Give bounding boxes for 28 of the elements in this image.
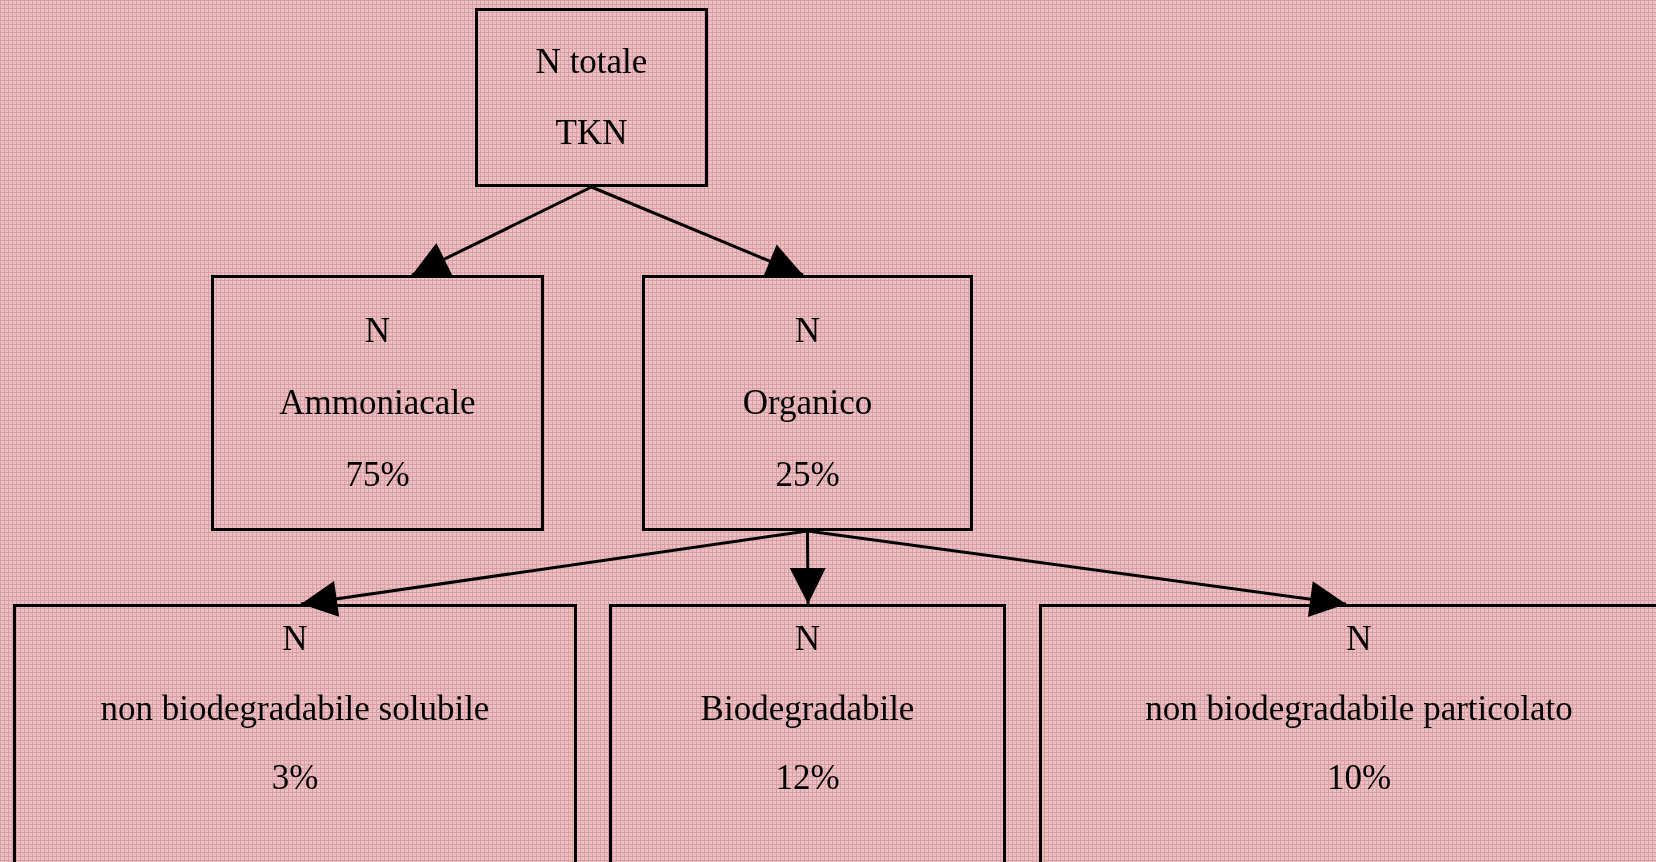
- node-label: N totale: [535, 43, 648, 82]
- process-box: [13, 604, 577, 862]
- arrow: [411, 185, 593, 277]
- node-label: Ammoniacale: [279, 383, 476, 423]
- arrow: [300, 529, 808, 617]
- node-label: N: [794, 620, 821, 659]
- process-box: [211, 275, 544, 531]
- process-box: [475, 8, 708, 187]
- node-label: Biodegradabile: [700, 689, 915, 728]
- arrow: [789, 531, 826, 604]
- node-label: 12%: [775, 759, 840, 798]
- process-box: [642, 275, 973, 531]
- node-label: non biodegradabile particolato: [1145, 689, 1573, 728]
- node-label: Organico: [742, 383, 873, 423]
- arrow: [807, 529, 1347, 617]
- arrow: [590, 185, 804, 278]
- node-label: N: [794, 311, 821, 351]
- node-label: TKN: [555, 113, 628, 152]
- node-label: N: [1346, 620, 1372, 659]
- node-label: 75%: [345, 455, 410, 495]
- process-box: [609, 604, 1006, 862]
- node-label: N: [282, 620, 308, 659]
- node-label: 25%: [775, 455, 840, 495]
- node-label: 3%: [271, 759, 319, 798]
- node-label: 10%: [1326, 759, 1392, 798]
- node-label: N: [364, 311, 391, 351]
- node-label: non biodegradabile solubile: [100, 689, 490, 728]
- process-box: [1039, 604, 1656, 862]
